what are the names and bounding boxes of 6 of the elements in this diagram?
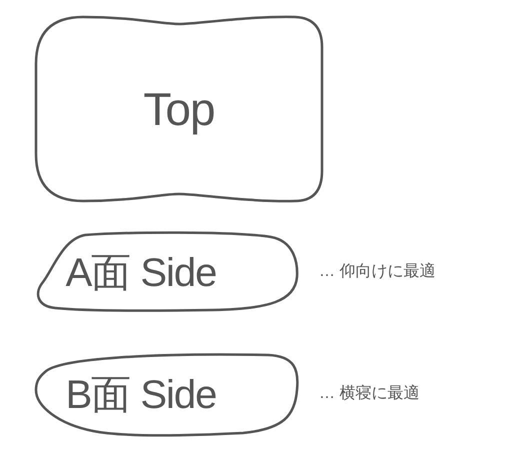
description-text: … 横寝に最適	[319, 386, 420, 402]
shape-label: B面 Side	[66, 374, 216, 414]
pillow-shape	[33, 14, 325, 204]
description-text: … 仰向けに最適	[319, 264, 436, 280]
shape-label: A面 Side	[66, 252, 216, 292]
shape-label: Top	[143, 86, 215, 132]
